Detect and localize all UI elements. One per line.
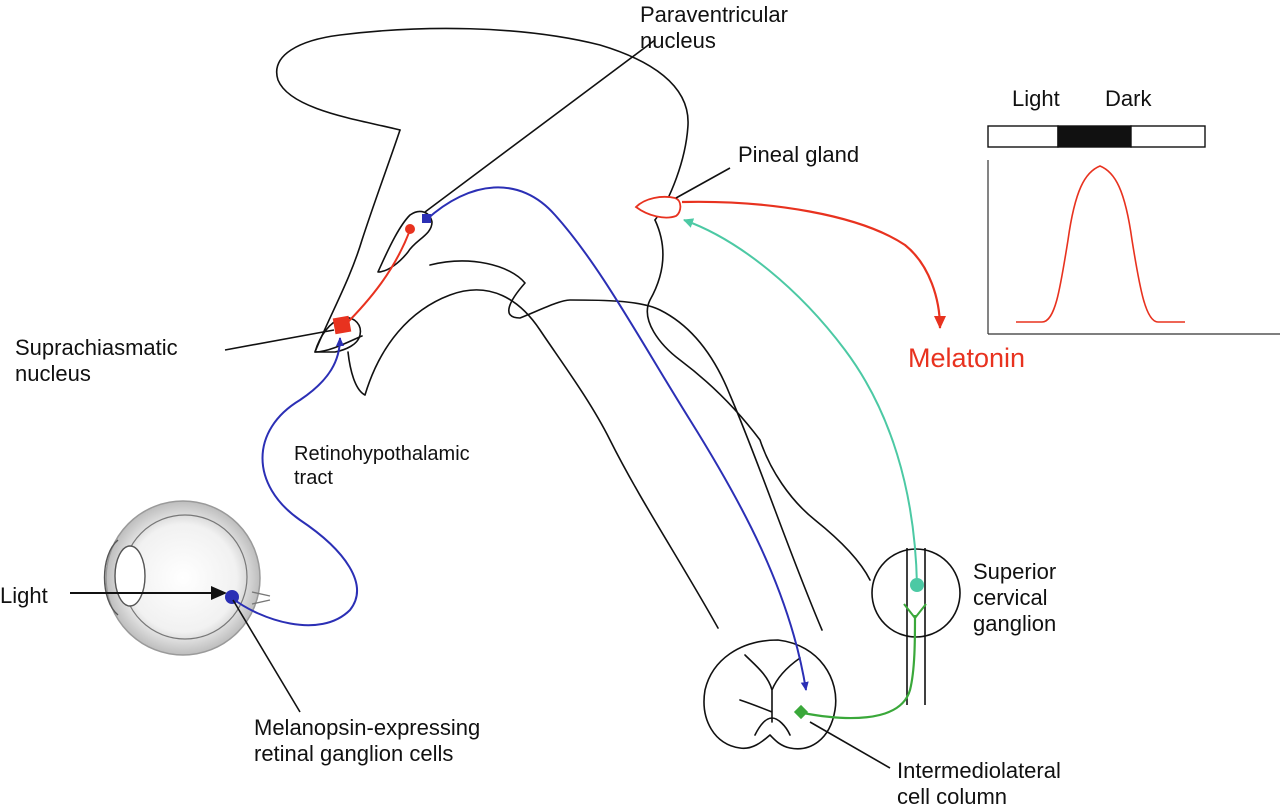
brain-outline: [275, 27, 871, 631]
intermediolateral-line-1: Intermediolateral: [897, 758, 1061, 783]
ganglion-dendrite: [903, 603, 927, 620]
pons-contour: [646, 219, 871, 581]
scn-neuron-marker: [332, 315, 352, 335]
retinohypothalamic-tract-label: Retinohypothalamic tract: [294, 442, 470, 490]
hypothalamus-anterior-contour: [314, 129, 401, 353]
superior-cervical-line-1: Superior: [973, 559, 1057, 584]
melatonin-label: Melatonin: [908, 343, 1026, 373]
retinohypothalamic-tract: [231, 337, 358, 627]
superior-cervical-line-2: cervical: [973, 585, 1048, 610]
paraventricular-leader: [424, 39, 656, 213]
intermediolateral-leader: [809, 721, 891, 769]
spinal-cord: [703, 639, 837, 750]
pineal-gland-shape: [634, 195, 682, 219]
scn-terminal-dot: [405, 224, 415, 234]
suprachiasmatic-leader: [224, 329, 335, 351]
retinohypothalamic-line-1: Retinohypothalamic: [294, 443, 470, 465]
grey-matter: [739, 654, 801, 736]
intermediolateral-cell-column-label: Intermediolateral cell column: [897, 758, 1061, 810]
ganglion-to-pineal-pathway: [683, 218, 918, 586]
lens: [114, 545, 146, 607]
pineal-leader: [675, 167, 731, 199]
melatonin-rhythm-chart: [987, 125, 1280, 335]
midbrain-contour: [429, 260, 823, 631]
ganglion-trunk: [906, 548, 926, 705]
intermediolateral-neuron-marker: [793, 704, 809, 720]
melatonin-curve: [1016, 165, 1185, 323]
chart-dark-label: Dark: [1105, 86, 1152, 111]
cornea: [103, 539, 119, 616]
eye: [103, 500, 271, 656]
spinal-to-ganglion-pathway: [802, 614, 917, 720]
superior-cervical-line-3: ganglion: [973, 611, 1057, 636]
melanopsin-leader: [232, 599, 301, 713]
melanopsin-line-2: retinal ganglion cells: [254, 741, 454, 766]
spinal-cord-outline: [703, 639, 837, 750]
paraventricular-line-2: nucleus: [640, 28, 716, 53]
suprachiasmatic-line-2: nucleus: [15, 361, 91, 386]
suprachiasmatic-line-1: Suprachiasmatic: [15, 335, 178, 360]
paraventricular-line-1: Paraventricular: [640, 2, 788, 27]
suprachiasmatic-region: [314, 316, 362, 353]
paraventricular-region: [377, 210, 433, 273]
paraventricular-nucleus-label: Paraventricular nucleus: [640, 2, 788, 54]
suprachiasmatic-nucleus-label: Suprachiasmatic nucleus: [15, 335, 178, 387]
light-label: Light: [0, 583, 48, 608]
melatonin-release-arrow: [681, 200, 946, 329]
brain-top-contour: [275, 27, 689, 221]
scn-to-pvn-pathway: [343, 229, 411, 327]
retinohypothalamic-line-2: tract: [294, 467, 333, 489]
pvn-neuron-marker: [422, 214, 431, 223]
pvn-to-spinal-pathway: [425, 186, 809, 691]
retinal-ganglion-cell-dot: [225, 590, 239, 604]
ganglion-neuron-dot: [910, 578, 924, 592]
superior-cervical-ganglion-label: Superior cervical ganglion: [973, 559, 1056, 637]
light-bar-right: [1130, 125, 1206, 148]
melanopsin-line-1: Melanopsin-expressing: [254, 715, 481, 740]
optic-nerve: [251, 591, 271, 605]
chart-light-label: Light: [1012, 86, 1060, 111]
intermediolateral-line-2: cell column: [897, 784, 1008, 809]
light-bar-left: [987, 125, 1059, 148]
dark-bar: [1057, 125, 1132, 148]
pineal-gland-label: Pineal gland: [738, 142, 860, 167]
eyeball: [105, 500, 261, 656]
melanopsin-cells-label: Melanopsin-expressing retinal ganglion c…: [254, 715, 480, 767]
